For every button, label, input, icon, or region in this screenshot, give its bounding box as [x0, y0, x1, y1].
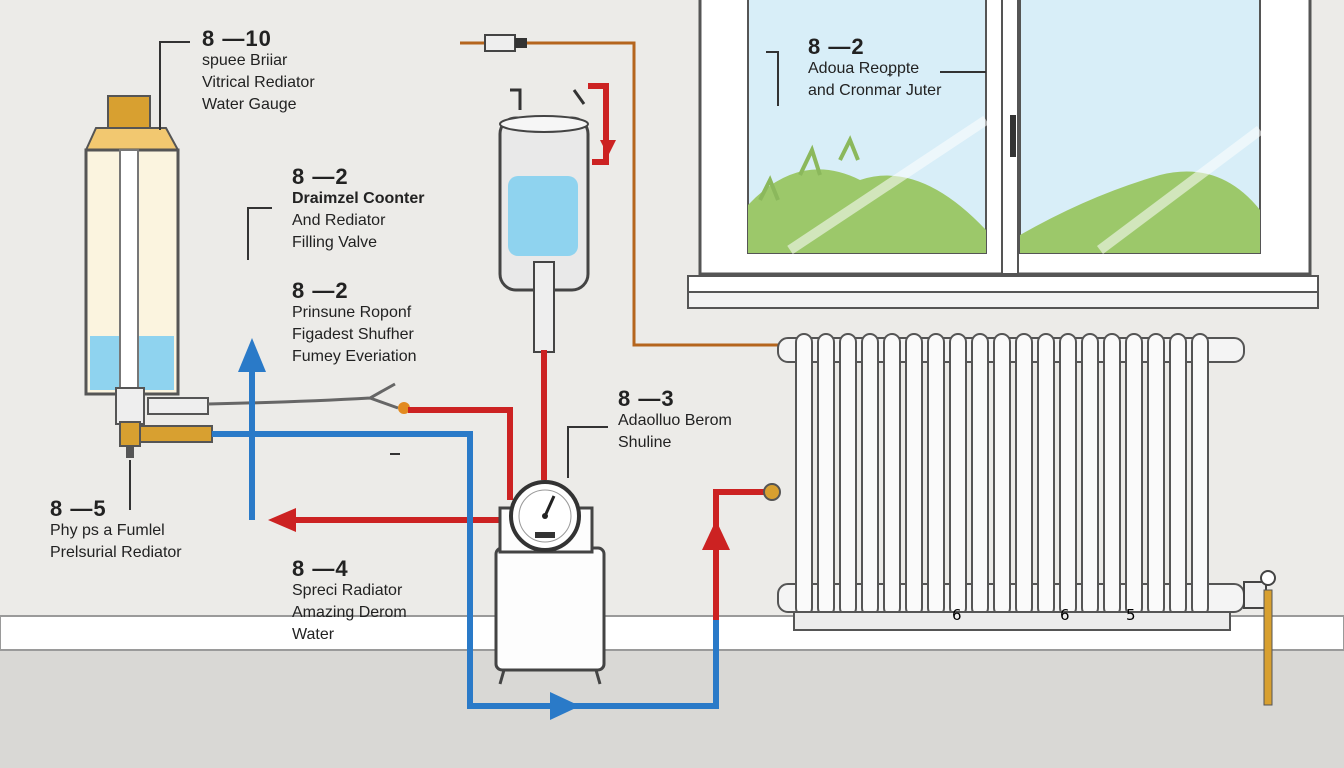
- label-window-line1: Adoua Reoᵱpte: [808, 60, 920, 77]
- brass-fitting: [139, 425, 213, 443]
- brass-nozzle: [763, 483, 781, 501]
- radiator-fin: [1103, 333, 1121, 617]
- label-boiler: 8 —3 Adaolluo Berom Shuline: [618, 388, 732, 454]
- label-filling-line1: Draimzel Coonter: [292, 190, 425, 207]
- label-boiler-number: 8 —3: [618, 386, 675, 411]
- leader-window: [766, 51, 986, 106]
- water-gauge: [84, 95, 180, 458]
- hot-pipe-up: [713, 489, 766, 620]
- valve-fitting-top: [484, 34, 527, 52]
- label-gauge-line3: Water Gauge: [202, 96, 297, 113]
- arrow-up-icon-blue: [238, 338, 266, 372]
- label-window-line2: and Cronmar Juter: [808, 82, 942, 99]
- valve-body: [147, 397, 209, 415]
- cold-pipe-loop: [212, 431, 719, 709]
- label-physical-line1: Phy ps a Fumlel: [50, 522, 165, 539]
- radiator-fin: [1147, 333, 1165, 617]
- radiator-number-2: 6: [1060, 606, 1070, 624]
- label-filling: 8 —2 Draimzel Coonter And Rediator Filli…: [292, 166, 424, 254]
- radiator-fin: [905, 333, 923, 617]
- label-window-number: 8 —2: [808, 34, 865, 59]
- label-pressure-line3: Fumey Everiation: [292, 348, 417, 365]
- radiator-fin: [1037, 333, 1055, 617]
- leader-boiler: [567, 426, 608, 478]
- window: [687, 0, 1319, 309]
- arrow-right-icon: [550, 692, 580, 720]
- radiator-fin: [1125, 333, 1143, 617]
- label-gauge-number: 8 —10: [202, 26, 272, 51]
- radiator-fin: [949, 333, 967, 617]
- label-gauge-line1: spuee Briiar: [202, 52, 288, 69]
- label-gauge-line2: Vitrical Rediator: [202, 74, 315, 91]
- label-gauge: 8 —10 spuee Briiar Vitrical Rediator Wat…: [202, 28, 315, 116]
- radiator-fin: [1081, 333, 1099, 617]
- label-physical-number: 8 —5: [50, 496, 107, 521]
- label-speed-line3: Water: [292, 626, 335, 643]
- radiator-fin: [1059, 333, 1077, 617]
- label-pressure-line1: Prinsune Roponf: [292, 304, 412, 321]
- hot-pipe-down: [588, 83, 609, 165]
- label-speed-number: 8 —4: [292, 556, 349, 581]
- radiator-fin: [861, 333, 879, 617]
- label-pressure-line2: Figadest Shufher: [292, 326, 414, 343]
- leader-gauge: [159, 41, 190, 130]
- label-speed-line2: Amazing Derom: [292, 604, 407, 621]
- label-pressure-number: 8 —2: [292, 278, 349, 303]
- radiator-fin: [839, 333, 857, 617]
- arrow-up-icon: [702, 520, 730, 550]
- radiator-fin: [1191, 333, 1209, 617]
- pressure-gauge-icon: [509, 480, 581, 552]
- label-speed: 8 —4 Spreci Radiator Amazing Derom Water: [292, 558, 407, 646]
- radiator-fin: [883, 333, 901, 617]
- expansion-vessel: [498, 88, 590, 353]
- arrow-left-icon: [268, 508, 296, 532]
- label-physical-line2: Prelsurial Rediator: [50, 544, 182, 561]
- label-boiler-line1: Adaolluo Berom: [618, 412, 732, 429]
- radiator-fin: [1015, 333, 1033, 617]
- radiator-fin: [993, 333, 1011, 617]
- label-filling-number: 8 —2: [292, 164, 349, 189]
- arrow-down-icon: [600, 140, 616, 156]
- radiator-fin: [927, 333, 945, 617]
- leader-filling: [247, 207, 272, 260]
- radiator-valve: [1243, 570, 1276, 706]
- radiator-fin: [795, 333, 813, 617]
- radiator-number-1: 6: [952, 606, 962, 624]
- radiator-fin: [1169, 333, 1187, 617]
- label-speed-line1: Spreci Radiator: [292, 582, 403, 599]
- hot-pipe-main: [408, 350, 547, 500]
- leak-spark: [398, 402, 410, 414]
- label-filling-line3: Filling Valve: [292, 234, 378, 251]
- hose: [207, 382, 399, 410]
- radiator-number-3: 5: [1126, 606, 1136, 624]
- radiator: [777, 333, 1245, 631]
- radiator-fin: [817, 333, 835, 617]
- copper-pipe: [460, 41, 782, 347]
- label-boiler-line2: Shuline: [618, 434, 672, 451]
- label-filling-line2: And Rediator: [292, 212, 386, 229]
- radiator-fin: [971, 333, 989, 617]
- label-pressure: 8 —2 Prinsune Roponf Figadest Shufher Fu…: [292, 280, 417, 368]
- label-physical: 8 —5 Phy ps a Fumlel Prelsurial Rediator: [50, 498, 182, 564]
- label-window: 8 —2 Adoua Reoᵱpte and Cronmar Juter: [808, 36, 941, 102]
